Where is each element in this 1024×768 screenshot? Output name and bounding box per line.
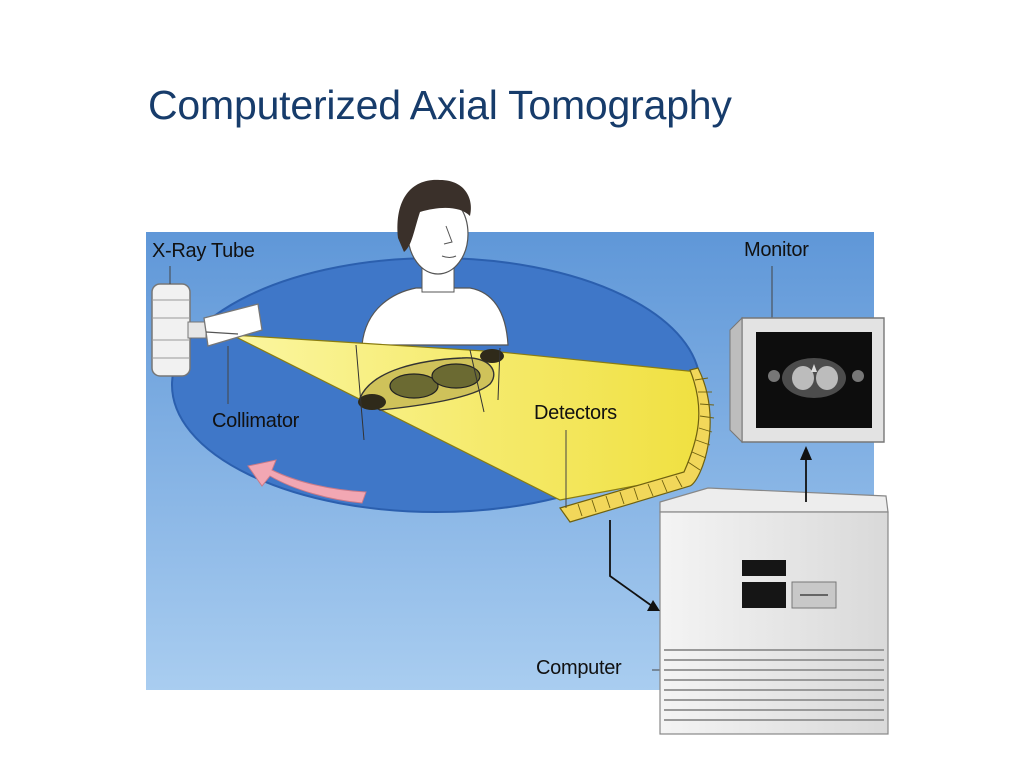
label-computer: Computer bbox=[536, 657, 622, 679]
collimator bbox=[203, 303, 263, 347]
rotation-arrow bbox=[247, 459, 367, 504]
patient-figure bbox=[361, 179, 509, 346]
label-xray-tube: X-Ray Tube bbox=[152, 240, 255, 262]
detector-array bbox=[559, 367, 711, 523]
computer-cabinet bbox=[659, 487, 889, 735]
label-collimator: Collimator bbox=[212, 410, 300, 432]
body-cross-section bbox=[355, 344, 504, 441]
xray-tube bbox=[151, 283, 207, 377]
detector-to-computer-arrow bbox=[609, 520, 660, 611]
slide-title: Computerized Axial Tomography bbox=[148, 82, 732, 128]
label-detectors: Detectors bbox=[534, 402, 617, 424]
computer-to-monitor-arrow bbox=[800, 446, 812, 502]
monitor bbox=[729, 316, 885, 444]
label-monitor: Monitor bbox=[744, 239, 809, 261]
detector-segments bbox=[577, 377, 715, 517]
